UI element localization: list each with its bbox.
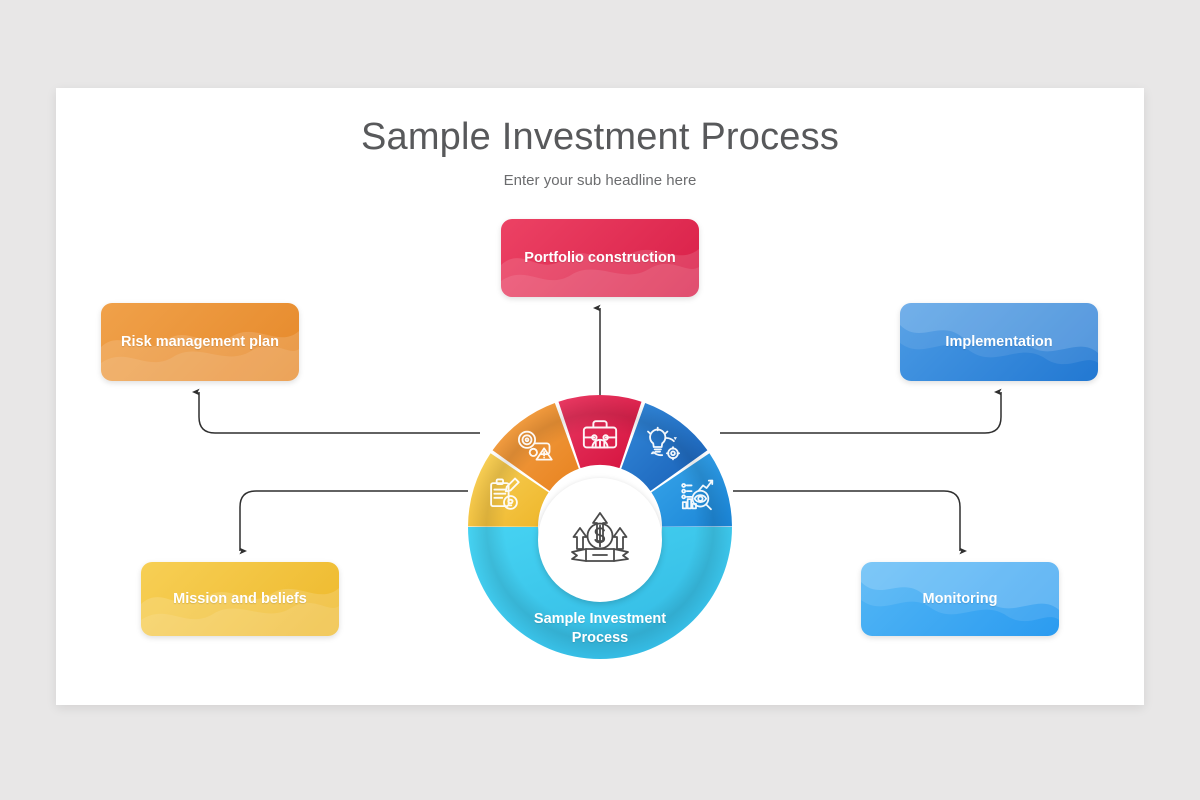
wave-decoration [501, 249, 699, 297]
node-label: Implementation [945, 334, 1053, 350]
analytics-search-icon [681, 479, 714, 511]
wave-decoration [101, 331, 299, 381]
wheel-caption-line2: Process [571, 630, 629, 646]
briefcase-icon [582, 420, 618, 449]
node-box-portfolio-construction[interactable]: Portfolio construction [501, 219, 699, 297]
node-label: Portfolio construction [524, 250, 676, 266]
money-growth-icon [571, 512, 629, 562]
wave-decoration [900, 303, 1098, 365]
node-box-implementation[interactable]: Implementation [900, 303, 1098, 381]
node-label: Monitoring [922, 591, 998, 607]
clipboard-idea-icon [490, 477, 520, 510]
node-box-risk-management-plan[interactable]: Risk management plan [101, 303, 299, 381]
wave-decoration [141, 588, 339, 636]
wheel-caption: Sample Investment Process [500, 610, 700, 648]
risk-warning-icon [517, 430, 553, 461]
wheel-caption-line1: Sample Investment [533, 611, 667, 627]
node-box-mission-and-beliefs[interactable]: Mission and beliefs [141, 562, 339, 636]
page-subtitle: Enter your sub headline here [503, 172, 697, 189]
wheel-center-hub [538, 478, 662, 602]
node-box-monitoring[interactable]: Monitoring [861, 562, 1059, 636]
node-label: Mission and beliefs [173, 591, 307, 607]
wave-decoration [861, 562, 1059, 622]
node-label: Risk management plan [121, 334, 279, 350]
bulb-gear-icon [647, 426, 681, 461]
page-title: Sample Investment Process [360, 116, 840, 158]
